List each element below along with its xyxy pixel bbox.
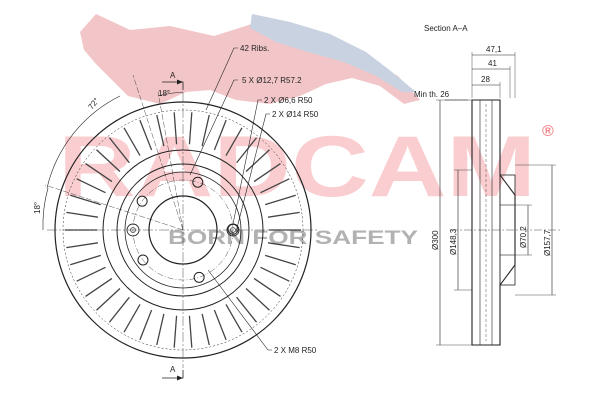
cooling-rib (213, 119, 227, 151)
cooling-rib (173, 315, 178, 348)
cat-body-shape (80, 14, 420, 104)
section-view: Section A–A 47,1 41 28 Min th. 26 Ø300 (414, 24, 560, 346)
angle-arc-72 (46, 95, 121, 189)
leader-holes-14 (235, 113, 270, 233)
cooling-rib (66, 211, 99, 218)
section-mark-top-arrowhead (177, 79, 183, 85)
min-thickness-label: Min th. 26 (414, 90, 450, 99)
leader-holes-6-6 (232, 99, 262, 225)
bolt-hole (137, 254, 149, 266)
brand-logo-text: RADCAM (58, 119, 536, 215)
cooling-rib (76, 178, 106, 194)
cooling-rib (188, 112, 193, 145)
dia-70-2: Ø70,2 (519, 226, 528, 248)
cooling-rib (245, 288, 270, 311)
threads-label: 2 X M8 R50 (274, 346, 317, 355)
cooling-rib (173, 112, 178, 145)
cooling-rib (245, 149, 270, 172)
cooling-rib (156, 114, 165, 147)
leader-ribs (205, 47, 238, 111)
ribs-label: 42 Ribs. (240, 44, 269, 53)
cooling-rib (123, 304, 141, 333)
bolt-hole (193, 271, 205, 283)
cooling-rib (188, 315, 193, 348)
cooling-rib (123, 127, 141, 156)
section-title: Section A–A (424, 24, 468, 33)
cooling-rib (267, 211, 300, 218)
cooling-rib (260, 266, 290, 282)
bolt-hole (192, 176, 204, 188)
dim-41: 41 (488, 59, 497, 68)
cooling-rib (96, 288, 121, 311)
cooling-rib (85, 277, 113, 298)
cooling-rib (76, 266, 106, 282)
cooling-rib (236, 137, 258, 164)
cooling-rib (139, 119, 153, 151)
cooling-rib (253, 277, 281, 298)
section-inner-friction-ring (471, 99, 481, 346)
dia-300: Ø300 (431, 230, 440, 250)
front-view: 72° 18° 18° A A 42 Ribs. 5 X Ø12,7 R57.2… (33, 44, 319, 381)
cooling-rib (66, 242, 99, 249)
holes-6-6-label: 2 X Ø6,6 R50 (264, 96, 313, 105)
cooling-rib (96, 149, 121, 172)
dia-157-7: Ø157,7 (543, 229, 552, 256)
cooling-rib (70, 254, 102, 266)
center-line-18deg (44, 184, 184, 231)
cat-shadow-shape (250, 14, 416, 92)
leader-holes-12-7 (189, 79, 238, 176)
cooling-rib (267, 242, 300, 249)
brand-slogan: BORN FOR SAFETY (168, 228, 418, 249)
angle-arc-18-left (42, 187, 49, 231)
cooling-rib (253, 162, 281, 183)
dia-148-3: Ø148,3 (449, 228, 458, 255)
dim-28: 28 (481, 75, 490, 84)
center-line-72deg (132, 74, 184, 231)
cat-logo-watermark (80, 14, 420, 104)
cooling-rib (156, 313, 165, 346)
cooling-rib (201, 313, 210, 346)
section-mark-bottom-arrowhead (177, 375, 183, 381)
center-line-top-18deg (157, 91, 184, 231)
cooling-rib (236, 296, 258, 323)
brand-registered-mark: ® (542, 123, 554, 140)
cooling-rib (108, 296, 130, 323)
section-mark-top: A (170, 71, 176, 80)
cooling-rib (264, 254, 296, 266)
wheel-bolt-holes (136, 176, 239, 283)
angle-arc-18-top (157, 91, 184, 97)
cooling-rib (225, 304, 243, 333)
section-mark-bottom: A (170, 365, 176, 374)
cooling-rib (70, 194, 102, 206)
angle-18-left-label: 18° (33, 202, 42, 214)
leader-threads (207, 269, 272, 351)
cooling-rib (108, 137, 130, 164)
cooling-rib (85, 162, 113, 183)
cooling-rib (264, 194, 296, 206)
cooling-rib (225, 127, 243, 156)
cooling-rib (139, 309, 153, 341)
cooling-rib (260, 178, 290, 194)
dim-47-1: 47,1 (486, 45, 502, 54)
bolt-hole (136, 195, 148, 207)
angle-18-top-label: 18° (158, 89, 170, 98)
cooling-rib (213, 309, 227, 341)
holes-12-7-label: 5 X Ø12,7 R57.2 (242, 76, 302, 85)
holes-14-label: 2 X Ø14 R50 (272, 110, 319, 119)
cooling-rib (201, 114, 210, 147)
